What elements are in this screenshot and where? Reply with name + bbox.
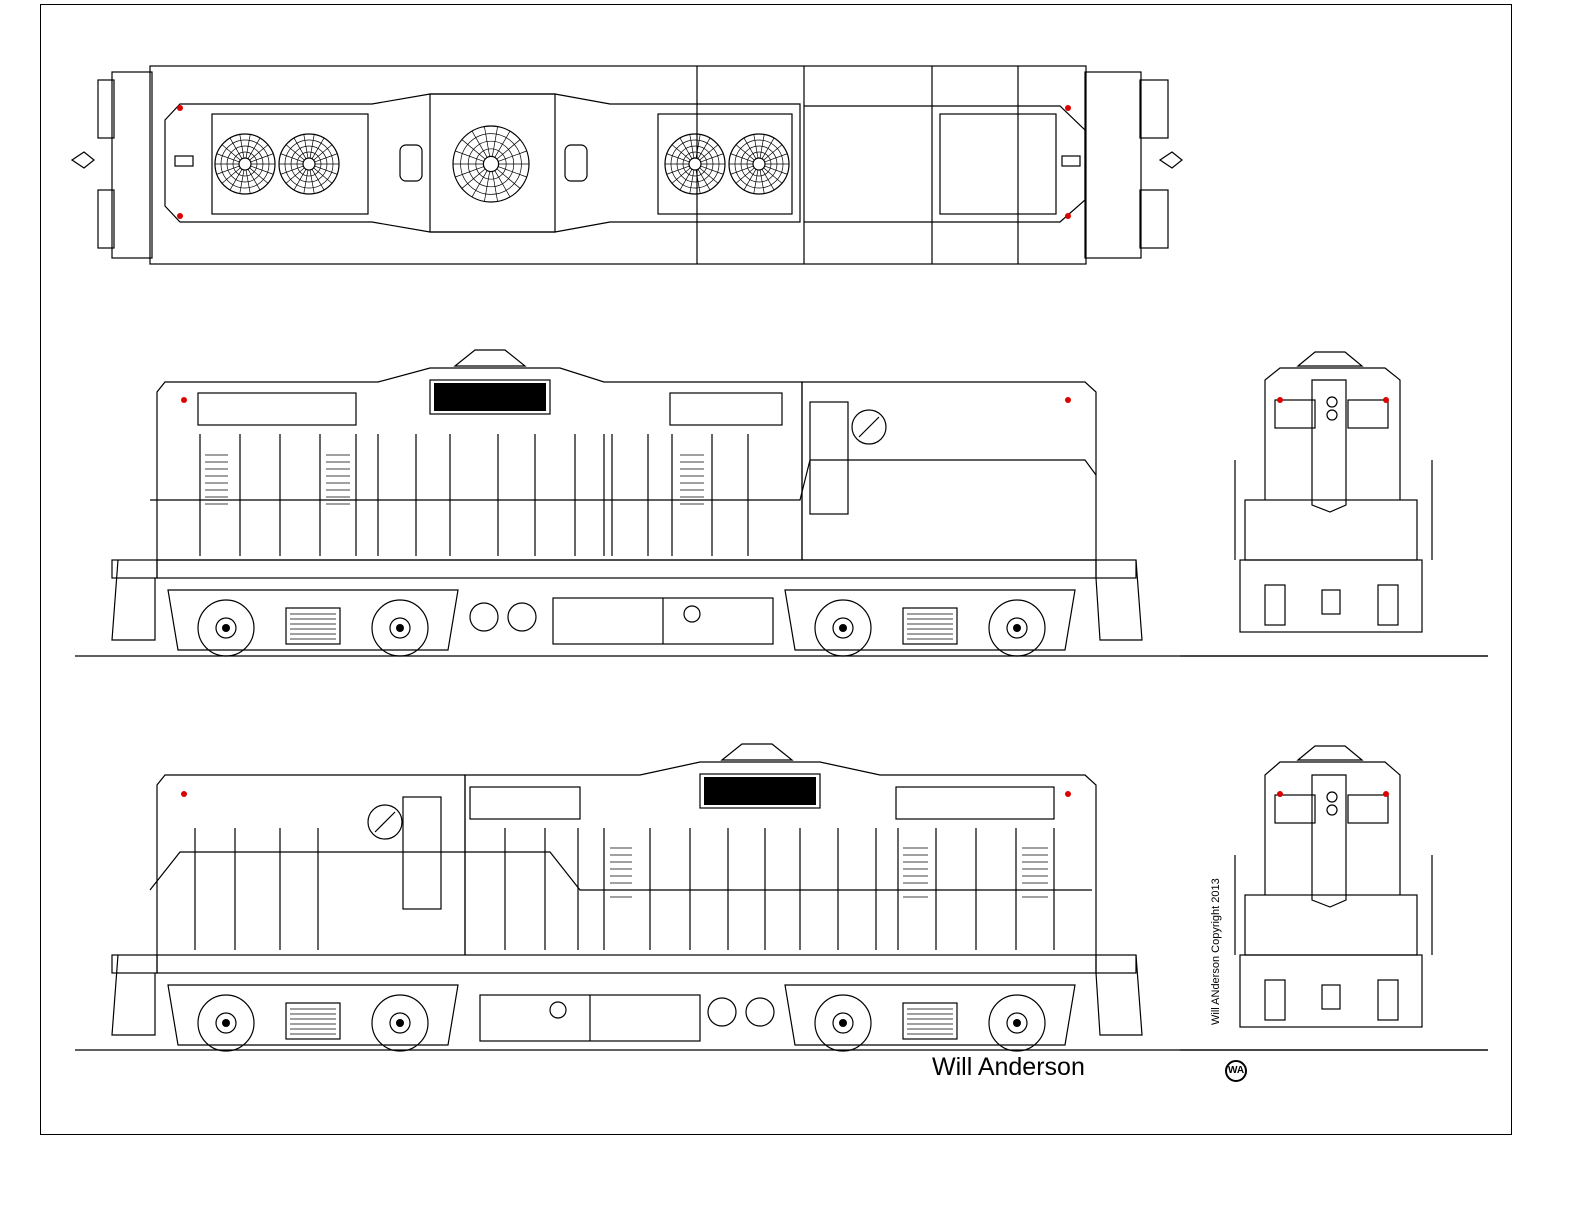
author-logo-mark: WA (1225, 1060, 1247, 1082)
radiator-fan (728, 133, 790, 195)
truck (784, 589, 1076, 657)
wheel (371, 599, 429, 657)
wheel (371, 994, 429, 1052)
copyright-notice: Will ANderson Copyright 2013 (1210, 878, 1222, 1025)
radiator-fan (452, 125, 530, 203)
radiator-fan (664, 133, 726, 195)
end-view-a (1180, 351, 1488, 657)
wheel (197, 599, 255, 657)
side-view-a (75, 349, 1488, 657)
wheel (197, 994, 255, 1052)
truck (167, 589, 459, 657)
wheel (814, 994, 872, 1052)
top-view (70, 65, 1183, 265)
end-view-b (1180, 745, 1488, 1051)
author-signature: Will Anderson (932, 1053, 1085, 1081)
radiator-fan (278, 133, 340, 195)
side-view-b (75, 743, 1488, 1052)
wheel (988, 994, 1046, 1052)
radiator-fan (214, 133, 276, 195)
wheel (988, 599, 1046, 657)
truck (167, 984, 459, 1052)
drawing-frame (40, 4, 1512, 1135)
wheel (814, 599, 872, 657)
truck (784, 984, 1076, 1052)
